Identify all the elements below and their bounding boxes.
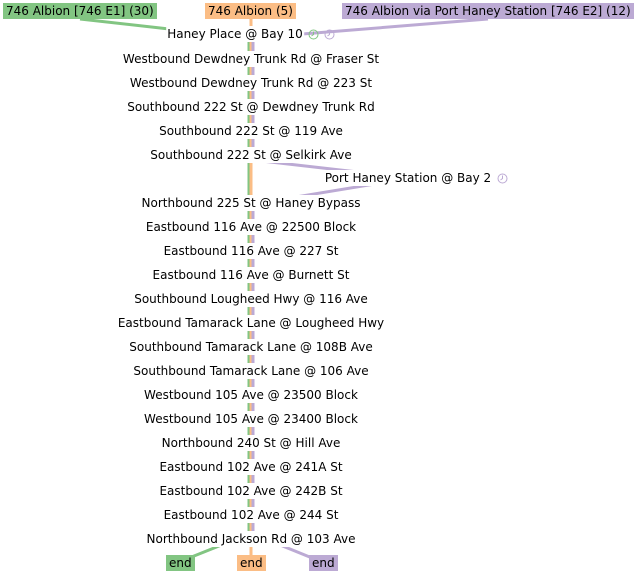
stop-label[interactable]: Eastbound 102 Ave @ 242B St (158, 483, 344, 499)
stop-label[interactable]: Eastbound 116 Ave @ 227 St (162, 243, 340, 259)
route-label-746-e1[interactable]: 746 Albion [746 E1] (30) (3, 3, 157, 19)
route-line-746-e1 (79, 17, 251, 564)
stop-label[interactable]: Westbound 105 Ave @ 23400 Block (143, 411, 359, 427)
stop-label[interactable]: Eastbound 102 Ave @ 241A St (158, 459, 344, 475)
clock-icon (324, 29, 335, 40)
stop-label[interactable]: Southbound 222 St @ 119 Ave (158, 123, 344, 139)
stop-label[interactable]: Southbound 222 St @ Selkirk Ave (149, 147, 353, 163)
end-tag-746-e1: end (166, 555, 195, 571)
stop-label[interactable]: Southbound Lougheed Hwy @ 116 Ave (133, 291, 369, 307)
stop-label[interactable]: Westbound Dewdney Trunk Rd @ Fraser St (121, 51, 381, 67)
stop-label[interactable]: Northbound 240 St @ Hill Ave (160, 435, 342, 451)
stop-label[interactable]: Southbound Tamarack Lane @ 108B Ave (128, 339, 374, 355)
route-label-746[interactable]: 746 Albion (5) (205, 3, 296, 19)
stop-label[interactable]: Eastbound Tamarack Lane @ Lougheed Hwy (116, 315, 386, 331)
stop-label[interactable]: Westbound Dewdney Trunk Rd @ 223 St (128, 75, 374, 91)
clock-icon (308, 29, 319, 40)
stop-label[interactable]: Haney Place @ Bay 10 (166, 26, 304, 42)
end-tag-746-e2: end (309, 555, 338, 571)
clock-icon (497, 173, 508, 184)
stop-label[interactable]: Northbound Jackson Rd @ 103 Ave (145, 531, 357, 547)
stop-label[interactable]: Southbound 222 St @ Dewdney Trunk Rd (126, 99, 376, 115)
stop-label[interactable]: Port Haney Station @ Bay 2 (323, 170, 493, 186)
route-label-746-e2[interactable]: 746 Albion via Port Haney Station [746 E… (342, 3, 634, 19)
stop-label[interactable]: Eastbound 102 Ave @ 244 St (162, 507, 340, 523)
stop-label[interactable]: Eastbound 116 Ave @ Burnett St (151, 267, 351, 283)
stop-label[interactable]: Westbound 105 Ave @ 23500 Block (143, 387, 359, 403)
stop-label[interactable]: Southbound Tamarack Lane @ 106 Ave (132, 363, 370, 379)
end-tag-746: end (237, 555, 266, 571)
stop-label[interactable]: Northbound 225 St @ Haney Bypass (140, 195, 362, 211)
stop-label[interactable]: Eastbound 116 Ave @ 22500 Block (144, 219, 358, 235)
